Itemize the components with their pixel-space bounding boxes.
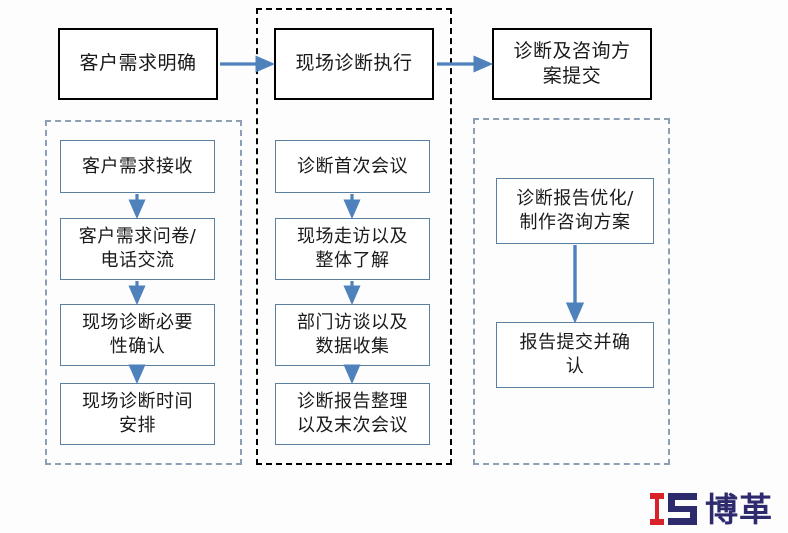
phase-header-report-submission[interactable]: 诊断及咨询方 案提交 <box>492 28 652 100</box>
step-report-submit-confirm[interactable]: 报告提交并确 认 <box>496 322 654 388</box>
step-diagnosis-kickoff-meeting[interactable]: 诊断首次会议 <box>275 140 430 193</box>
step-diagnosis-report-closing-meeting[interactable]: 诊断报告整理 以及末次会议 <box>275 383 430 445</box>
bg-monogram-icon <box>650 493 697 525</box>
company-logo: 博革 <box>648 487 782 531</box>
lane-onsite-diagnosis <box>256 8 452 465</box>
logo-wordmark: 博革 <box>705 489 773 529</box>
phase-header-customer-requirement[interactable]: 客户需求明确 <box>58 28 218 100</box>
phase-header-onsite-diagnosis[interactable]: 现场诊断执行 <box>274 28 434 100</box>
lane-report-submission <box>473 118 670 465</box>
step-onsite-diagnosis-schedule[interactable]: 现场诊断时间 安排 <box>60 383 215 445</box>
step-department-interview-data[interactable]: 部门访谈以及 数据收集 <box>275 304 430 366</box>
step-onsite-visit-overview[interactable]: 现场走访以及 整体了解 <box>275 218 430 280</box>
step-customer-requirement-receive[interactable]: 客户需求接收 <box>60 140 215 193</box>
step-customer-requirement-questionnaire[interactable]: 客户需求问卷/ 电话交流 <box>60 218 215 280</box>
step-onsite-diagnosis-necessity[interactable]: 现场诊断必要 性确认 <box>60 304 215 366</box>
step-report-optimization-proposal[interactable]: 诊断报告优化/ 制作咨询方案 <box>496 178 654 244</box>
lane-customer-requirement <box>45 120 242 465</box>
